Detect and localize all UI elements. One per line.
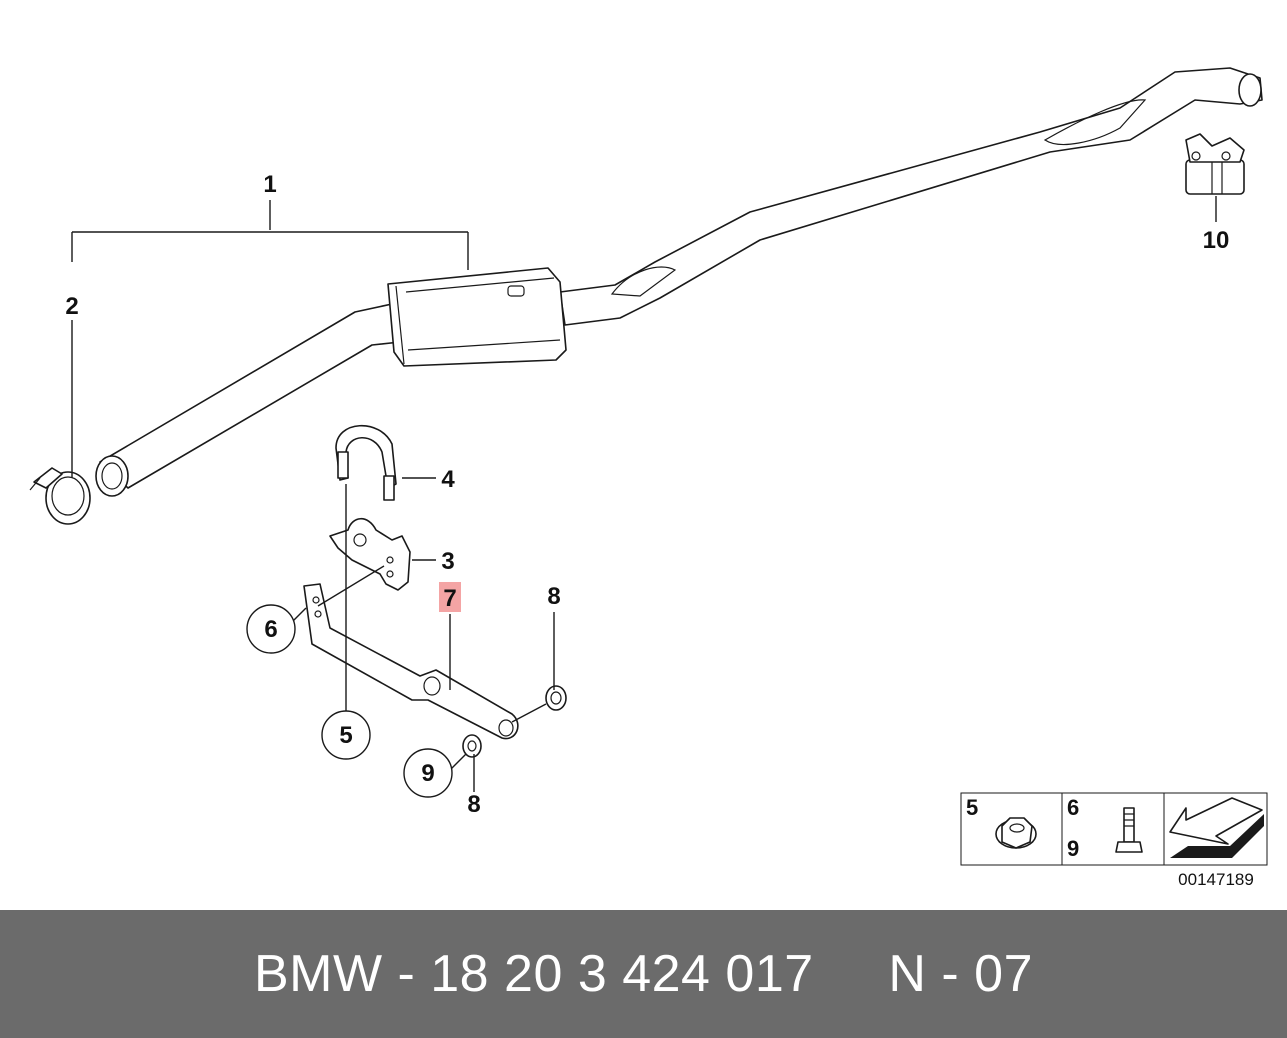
washer-upper <box>545 685 567 711</box>
callout-2: 2 <box>65 293 78 320</box>
exhaust-pipe-assembly <box>95 67 1263 497</box>
callout-1: 1 <box>263 171 276 198</box>
exhaust-parts-diagram: 1 2 4 3 7 8 8 10 6 5 9 5 6 9 00147 <box>29 67 1268 889</box>
callout-10: 10 <box>1203 227 1230 254</box>
long-bracket <box>303 583 519 740</box>
u-bracket <box>335 424 397 501</box>
variant-code: N - 07 <box>888 945 1034 1003</box>
part-number: BMW - 18 20 3 424 017 <box>253 945 814 1003</box>
flange-nut-icon <box>995 817 1037 849</box>
pipe-clamp-right <box>1185 133 1245 195</box>
mounting-plate <box>329 517 411 591</box>
callout-6-circle <box>246 604 296 654</box>
callout-7-highlight <box>439 582 461 612</box>
part-number-footer: BMW - 18 20 3 424 017 N - 07 <box>0 910 1287 1038</box>
leader-lines <box>71 196 1217 792</box>
callout-6: 6 <box>264 616 277 643</box>
legend-bolt-ref-bottom: 9 <box>1067 836 1079 861</box>
legend-bolt-ref-top: 6 <box>1067 795 1079 820</box>
washer-lower <box>462 734 482 758</box>
callout-9-circle <box>403 748 453 798</box>
callout-5: 5 <box>339 722 352 749</box>
legend-nut-ref: 5 <box>966 795 978 820</box>
fastener-legend: 5 6 9 <box>960 792 1268 866</box>
pipe-clamp-left <box>29 467 91 525</box>
callout-5-circle <box>321 710 371 760</box>
bolt-icon <box>1115 807 1143 853</box>
footer-spacer <box>814 944 889 1004</box>
arrow-icon <box>1169 797 1264 858</box>
callout-4: 4 <box>441 466 455 493</box>
callout-8-top: 8 <box>547 583 560 610</box>
diagram-number: 00147189 <box>1178 870 1254 889</box>
callout-9: 9 <box>421 760 434 787</box>
callout-3: 3 <box>441 548 454 575</box>
callout-7: 7 <box>443 585 456 612</box>
callout-8-bottom: 8 <box>467 791 480 818</box>
